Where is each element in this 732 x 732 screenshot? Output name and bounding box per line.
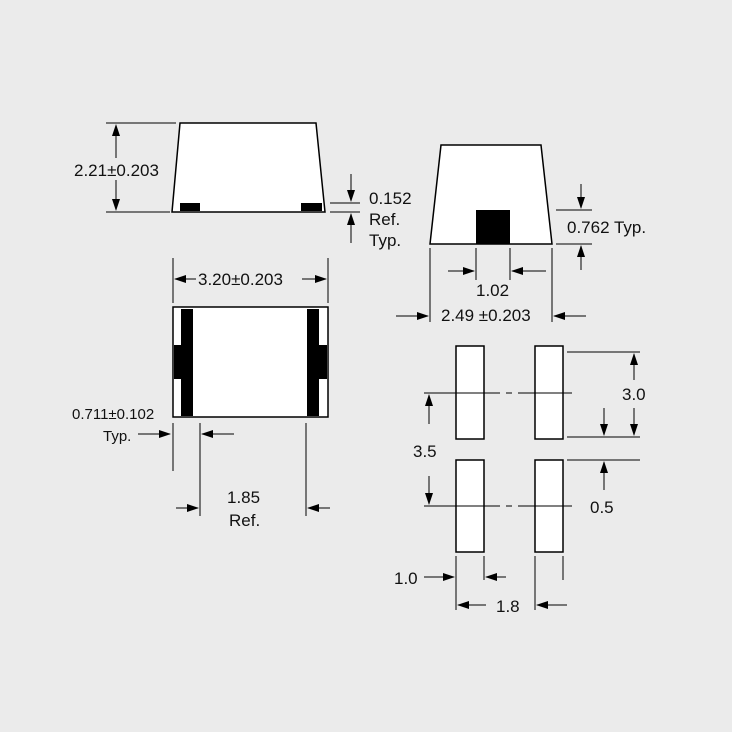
length-label: 3.20±0.203 — [198, 270, 283, 289]
terminal-width-note: Typ. — [103, 428, 131, 445]
side-view-body — [171, 122, 326, 213]
inner-ref-label: 1.85 — [227, 488, 260, 507]
end-view-body — [429, 144, 553, 245]
pitch-vertical-label: 3.5 — [413, 442, 437, 461]
end-view-terminal — [476, 210, 510, 244]
gap-label: 0.5 — [590, 498, 614, 517]
height-label: 2.21±0.203 — [74, 161, 159, 180]
end-height-label: 0.762 Typ. — [567, 218, 646, 237]
width-label: 2.49 ±0.203 — [441, 306, 531, 325]
lead-gap-note-ref: Ref. — [369, 210, 400, 229]
end-view: 0.762 Typ. 1.02 2.49 ±0.203 — [396, 144, 646, 325]
top-view-terminal-left — [181, 309, 193, 416]
top-view-body — [172, 306, 329, 418]
top-view: 3.20±0.203 0.711±0.102 Typ. 1.85 Ref. — [72, 258, 330, 530]
side-view: 2.21±0.203 0.152 Ref. Typ. — [74, 122, 412, 250]
side-view-lead-left — [180, 203, 200, 211]
footprint: 3.0 0.5 3.5 1.0 1.8 — [394, 345, 646, 616]
pitch-horizontal-label: 1.8 — [496, 597, 520, 616]
terminal-width-label: 0.711±0.102 — [72, 406, 154, 423]
pad-width-label: 1.0 — [394, 569, 418, 588]
lead-gap-note-typ: Typ. — [369, 231, 401, 250]
top-view-terminal-right — [307, 309, 319, 416]
end-pad-width-label: 1.02 — [476, 281, 509, 300]
inner-ref-note: Ref. — [229, 511, 260, 530]
pad-length-label: 3.0 — [622, 385, 646, 404]
side-view-lead-right — [301, 203, 322, 211]
lead-gap-label: 0.152 — [369, 189, 412, 208]
